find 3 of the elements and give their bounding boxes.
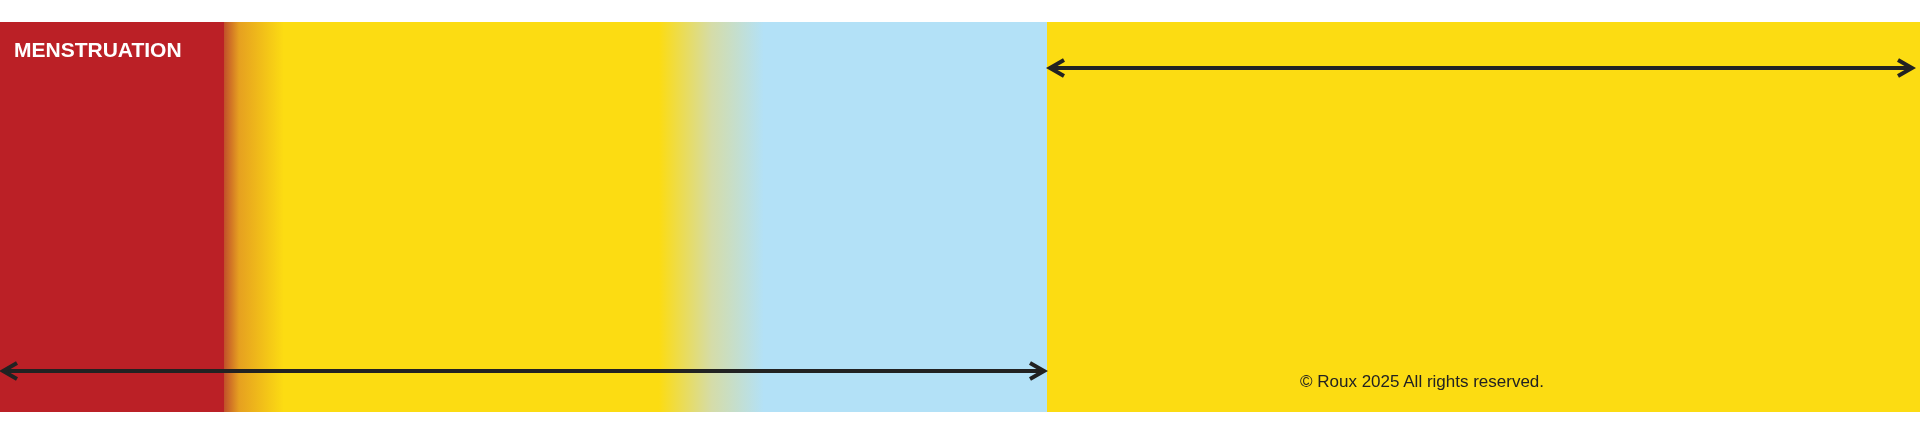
phase-band [0, 22, 224, 412]
copyright-note: © Roux 2025 All rights reserved. [1300, 372, 1545, 392]
phase-title: MENSTRUATION [14, 38, 182, 62]
